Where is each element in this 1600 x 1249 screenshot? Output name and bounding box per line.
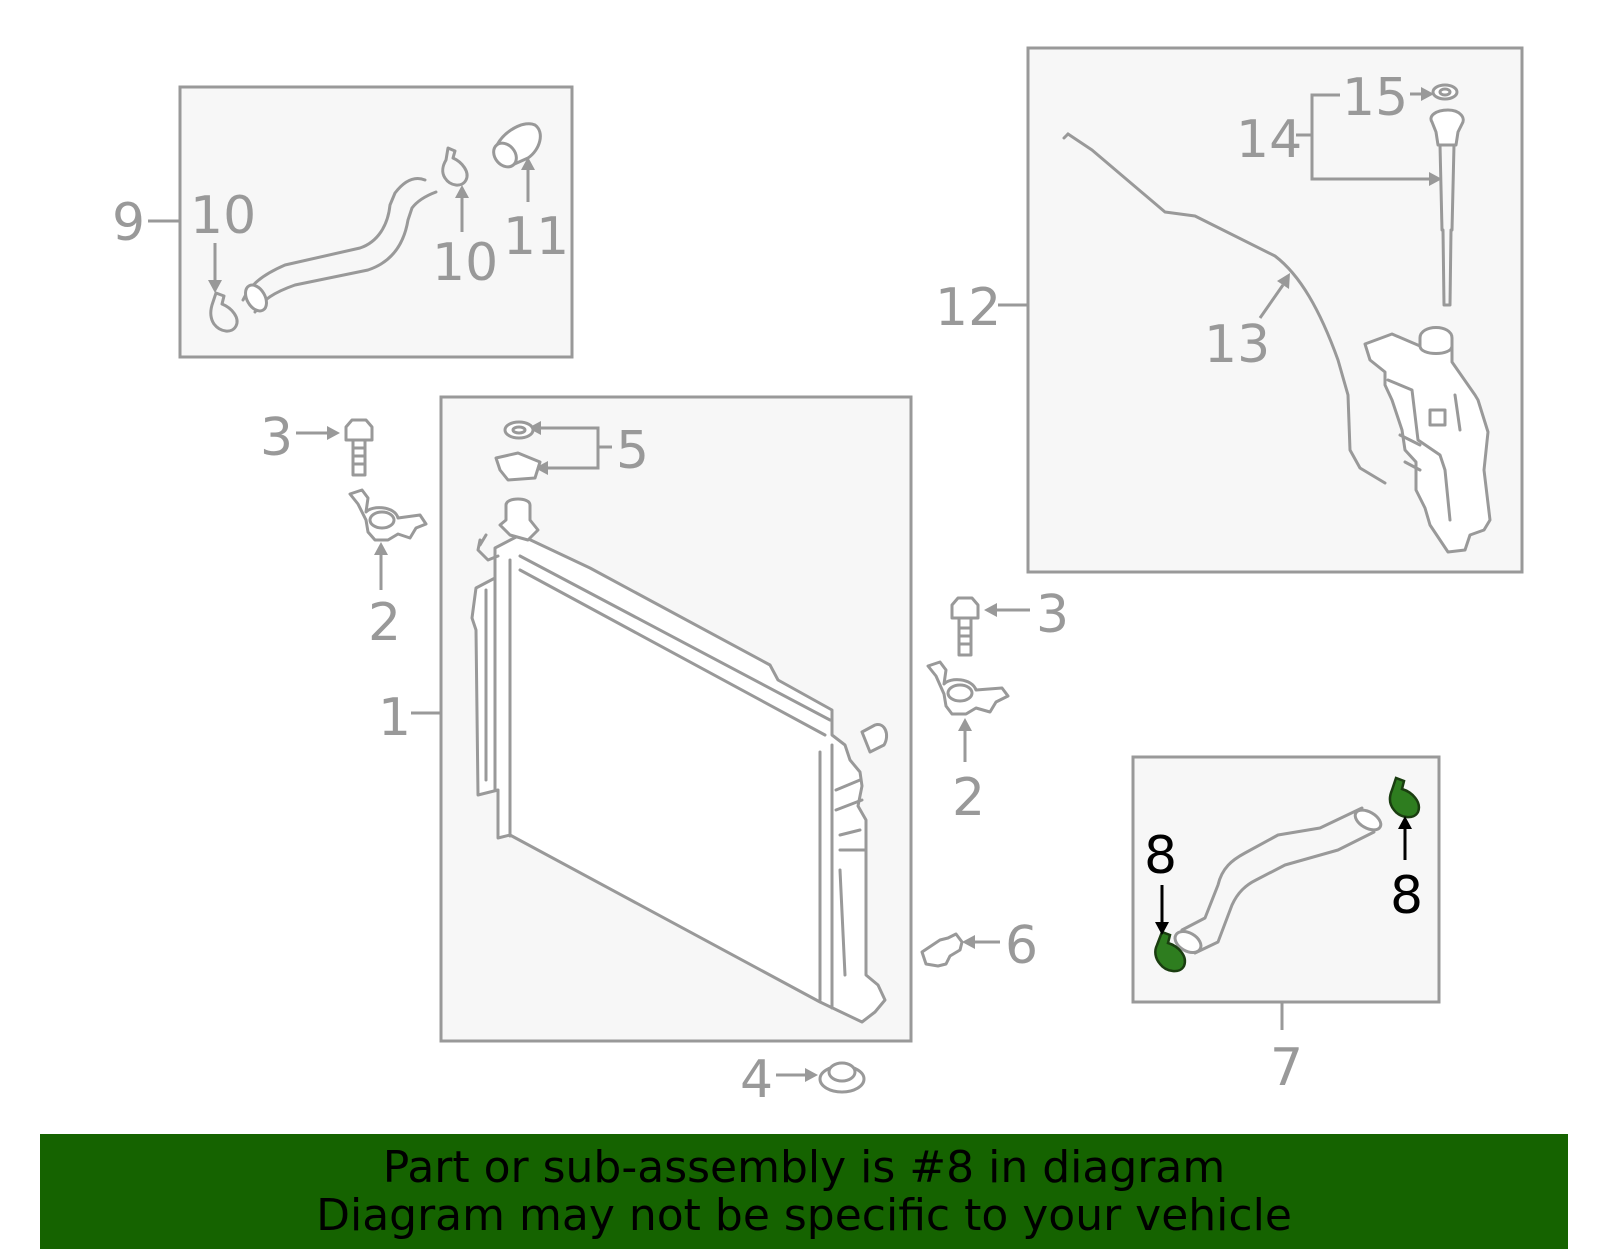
callout-12: 12: [935, 278, 1001, 338]
callout-13: 13: [1204, 315, 1270, 375]
callout-2-left: 2: [368, 593, 401, 653]
callout-4: 4: [740, 1050, 773, 1110]
callout-15: 15: [1342, 68, 1408, 128]
reservoir-group-box: 12 13 14 15: [935, 46, 1524, 574]
callout-8-left: 8: [1144, 826, 1177, 886]
callout-1: 1: [378, 688, 411, 748]
upper-hose-group-box: 9 10 10 11: [112, 85, 574, 359]
banner-line-part: Part or sub-assembly is #8 in diagram: [382, 1142, 1226, 1193]
callout-3-left: 3: [260, 408, 293, 468]
callout-8-right: 8: [1390, 866, 1423, 926]
highlighted-part-8: 8 8: [1144, 776, 1423, 973]
hose-clamp-left-highlighted[interactable]: [1154, 930, 1187, 973]
callout-2-right: 2: [952, 768, 985, 828]
callout-11: 11: [503, 207, 569, 267]
loose-parts: 3 2 3 2 6 4: [260, 408, 1069, 1110]
callout-3-right: 3: [1036, 585, 1069, 645]
hose-clamp-right-highlighted[interactable]: [1388, 776, 1421, 819]
callout-5: 5: [616, 421, 649, 481]
callout-6: 6: [1005, 916, 1038, 976]
callout-10-right: 10: [432, 233, 498, 293]
callout-9: 9: [112, 193, 145, 253]
part-info-banner: Part or sub-assembly is #8 in diagram Di…: [40, 1134, 1568, 1249]
callout-14: 14: [1236, 110, 1302, 170]
callout-7: 7: [1270, 1038, 1303, 1098]
banner-line-disclaimer: Diagram may not be specific to your vehi…: [316, 1190, 1292, 1241]
callout-10-left: 10: [190, 186, 256, 246]
radiator-group-box: 1 5: [378, 395, 913, 1043]
